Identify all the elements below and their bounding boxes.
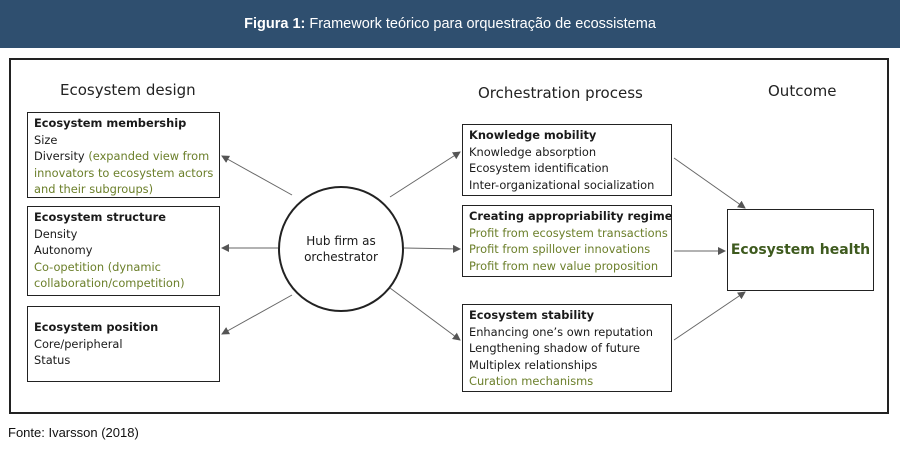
arrow-hub-to-stability: [389, 287, 461, 341]
box-appropriability-regime: Creating appropriability regime Profit f…: [462, 205, 672, 277]
figure-title: Framework teórico para orquestração de e…: [309, 16, 656, 32]
box-ecosystem-membership: Ecosystem membership Size Diversity (exp…: [27, 112, 220, 198]
box-line: Size: [34, 132, 58, 147]
figure-header: Figura 1: Framework teórico para orquest…: [0, 0, 900, 48]
box-title: Ecosystem stability: [469, 308, 594, 322]
box-line-green: innovators to ecosystem actors: [34, 165, 214, 180]
box-ecosystem-health: Ecosystem health: [727, 209, 874, 291]
arrow-stability-to-health: [673, 291, 746, 341]
box-title: Ecosystem position: [34, 320, 159, 334]
arrow-hub-to-membership: [221, 155, 293, 196]
arrow-knowledge-to-health: [673, 157, 746, 209]
box-line: Density: [34, 226, 78, 241]
figure-label: Figura 1:: [244, 16, 306, 32]
box-line-green: and their subgroups): [34, 182, 154, 196]
box-line: Enhancing one’s own reputation: [469, 324, 653, 339]
box-ecosystem-position: Ecosystem position Core/peripheral Statu…: [27, 306, 220, 382]
box-title: Knowledge mobility: [469, 128, 597, 142]
box-line-green: Profit from spillover innovations: [469, 242, 651, 256]
source-caption: Fonte: Ivarsson (2018): [8, 425, 139, 440]
hub-firm-circle: Hub firm as orchestrator: [278, 186, 404, 312]
arrow-hub-to-knowledge: [389, 151, 461, 198]
box-title: Creating appropriability regime: [469, 209, 673, 223]
box-line: Core/peripheral: [34, 336, 123, 351]
box-ecosystem-structure: Ecosystem structure Density Autonomy Co-…: [27, 206, 220, 296]
box-line: Inter-organizational socialization: [469, 177, 655, 192]
box-line-green: collaboration/competition): [34, 276, 185, 290]
box-line: Knowledge absorption: [469, 144, 597, 159]
diagram-frame: [9, 58, 889, 414]
box-line-green: Curation mechanisms: [469, 374, 594, 388]
column-title-process: Orchestration process: [478, 84, 643, 102]
arrow-hub-to-appropriability: [403, 244, 461, 253]
box-line: Status: [34, 353, 71, 367]
box-line-green: Profit from ecosystem transactions: [469, 225, 668, 240]
column-title-design: Ecosystem design: [60, 81, 196, 99]
box-line-green: (expanded view from: [88, 149, 210, 163]
box-title: Ecosystem membership: [34, 116, 187, 130]
box-ecosystem-stability: Ecosystem stability Enhancing one’s own …: [462, 304, 672, 392]
box-line-green: Profit from new value proposition: [469, 258, 659, 273]
box-line: Multiplex relationships: [469, 357, 598, 372]
box-line: Autonomy: [34, 243, 93, 257]
arrow-hub-to-position: [221, 294, 293, 335]
box-title: Ecosystem structure: [34, 210, 166, 224]
box-line: Ecosystem identification: [469, 161, 609, 175]
box-line: Diversity: [34, 149, 85, 163]
box-knowledge-mobility: Knowledge mobility Knowledge absorption …: [462, 124, 672, 196]
box-line: Lengthening shadow of future: [469, 341, 640, 355]
column-title-outcome: Outcome: [768, 82, 837, 100]
outcome-label: Ecosystem health: [730, 242, 871, 258]
hub-line: Hub firm as: [306, 234, 376, 248]
box-line-green: Co-opetition (dynamic: [34, 259, 161, 274]
hub-line: orchestrator: [304, 250, 378, 264]
